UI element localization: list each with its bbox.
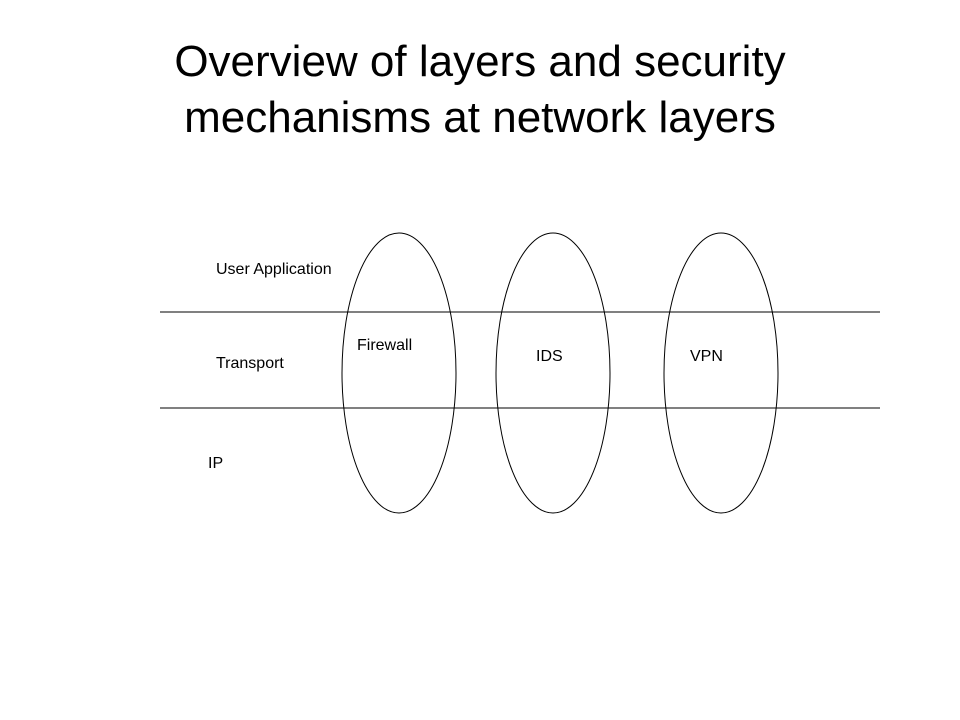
ids-ellipse	[495, 232, 611, 514]
slide-title-line-2: mechanisms at network layers	[184, 93, 776, 142]
mechanism-label-firewall: Firewall	[357, 337, 412, 354]
firewall-ellipse	[341, 232, 457, 514]
layer-label-ip: IP	[208, 455, 223, 472]
layer-label-user-application: User Application	[216, 261, 332, 278]
mechanism-label-ids: IDS	[536, 348, 563, 365]
slide-title-line-1: Overview of layers and security	[174, 37, 786, 86]
layer-label-transport: Transport	[216, 355, 284, 372]
slide-title: Overview of layers and security mechanis…	[0, 34, 960, 146]
mechanism-label-vpn: VPN	[690, 348, 723, 365]
vpn-ellipse	[663, 232, 779, 514]
